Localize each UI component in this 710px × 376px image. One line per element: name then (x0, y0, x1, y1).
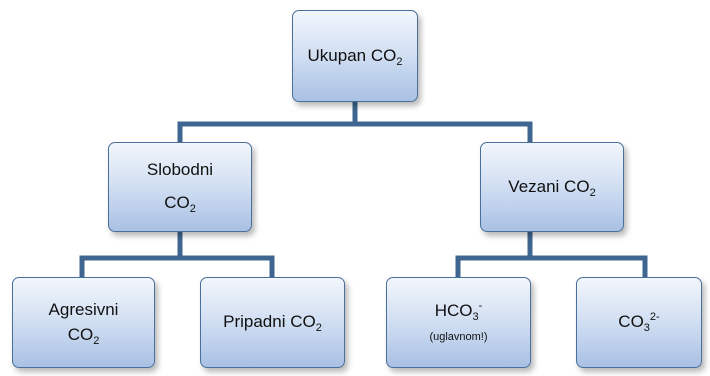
node-bicarbonate-formula: HCO3- (434, 300, 483, 324)
node-bound-co2-label: Vezani CO2 (508, 176, 596, 199)
node-associated-co2: Pripadni CO2 (200, 277, 345, 368)
node-free-co2-line2: CO2 (164, 193, 196, 215)
node-bicarbonate-note: (uglavnom!) (429, 330, 488, 343)
node-free-co2: Slobodni CO2 (108, 142, 252, 232)
node-carbonate-formula: CO32- (618, 311, 660, 335)
node-bound-co2: Vezani CO2 (480, 142, 624, 232)
node-total-co2: Ukupan CO2 (292, 10, 418, 102)
node-aggressive-co2-line1: Agresivni (48, 299, 119, 319)
node-bicarbonate: HCO3- (uglavnom!) (386, 277, 531, 368)
node-carbonate: CO32- (576, 277, 702, 368)
node-aggressive-co2-line2: CO2 (67, 324, 100, 347)
node-total-co2-label: Ukupan CO2 (307, 45, 403, 68)
node-associated-co2-label: Pripadni CO2 (223, 312, 322, 335)
node-free-co2-line1: Slobodni (146, 160, 214, 180)
node-aggressive-co2: Agresivni CO2 (12, 277, 155, 368)
